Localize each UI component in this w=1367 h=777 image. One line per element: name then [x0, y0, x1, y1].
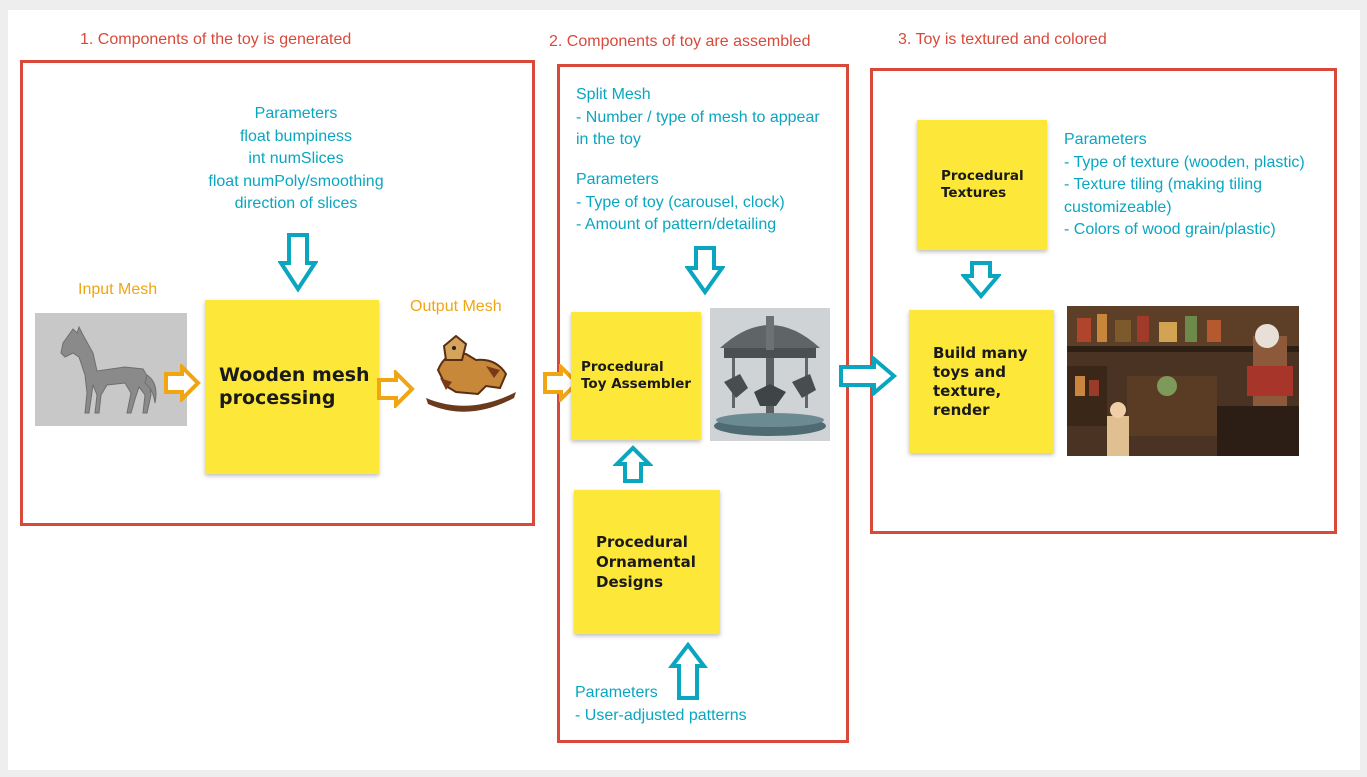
rocking-horse-image [416, 330, 522, 414]
toy-workshop-image [1067, 306, 1299, 456]
note-text: Procedural Toy Assembler [581, 359, 692, 392]
section2-bottom-parameters: Parameters - User-adjusted patterns [575, 682, 747, 727]
wooden-mesh-processing-note: Wooden mesh processing [205, 300, 379, 474]
procedural-ornamental-designs-note: Procedural Ornamental Designs [574, 490, 720, 634]
param-line: - Type of toy (carousel, clock) [576, 193, 785, 211]
param-heading: Parameters [576, 171, 659, 188]
note-text: Build many toys and texture, render [933, 343, 1028, 419]
section2-frame [557, 64, 849, 743]
param-line: - Amount of pattern/detailing [576, 216, 777, 233]
param-line: customizeable) [1064, 198, 1172, 216]
section3-frame [870, 68, 1337, 534]
split-mesh-text: Split Mesh - Number / type of mesh to ap… [576, 84, 820, 152]
note-text: Wooden mesh processing [219, 364, 370, 409]
split-mesh-line: - Number / type of mesh to appear [576, 108, 820, 126]
section1-title: 1. Components of the toy is generated [80, 31, 352, 48]
param-line: - Colors of wood grain/plastic) [1064, 221, 1276, 238]
arrow-right-icon [377, 370, 415, 408]
arrow-right-icon [543, 364, 580, 402]
arrow-down-icon [278, 233, 318, 293]
param-heading: Parameters [254, 105, 338, 122]
arrow-right-icon [839, 356, 898, 396]
horse-mesh-image [35, 313, 187, 426]
param-heading: Parameters [1064, 131, 1147, 148]
section1-frame [20, 60, 535, 526]
input-mesh-label: Input Mesh [78, 281, 158, 298]
section3-title: 3. Toy is textured and colored [898, 31, 1107, 48]
build-many-toys-note: Build many toys and texture, render [909, 310, 1054, 453]
param-line: - User-adjusted patterns [575, 706, 747, 724]
procedural-textures-note: Procedural Textures [917, 120, 1047, 250]
section3-parameters: Parameters - Type of texture (wooden, pl… [1064, 129, 1305, 242]
arrow-up-icon [613, 445, 653, 483]
arrow-down-icon [961, 261, 1001, 300]
section1-parameters: Parameters float bumpiness int numSlices… [196, 103, 396, 216]
section2-title: 2. Components of toy are assembled [549, 33, 811, 50]
output-mesh-label: Output Mesh [410, 298, 502, 315]
arrow-right-icon [164, 364, 201, 402]
note-text: Procedural Textures [941, 168, 1024, 201]
arrow-down-icon [685, 246, 725, 296]
split-mesh-line: in the toy [576, 131, 641, 148]
param-line: direction of slices [234, 195, 358, 212]
note-text: Procedural Ornamental Designs [596, 533, 696, 591]
param-line: - Texture tiling (making tiling [1064, 176, 1263, 193]
arrow-up-icon [668, 642, 708, 700]
param-heading: Parameters [575, 684, 658, 701]
section2-parameters: Parameters - Type of toy (carousel, cloc… [576, 169, 785, 237]
param-line: float bumpiness [239, 127, 353, 145]
param-line: int numSlices [248, 150, 344, 167]
split-mesh-heading: Split Mesh [576, 86, 651, 103]
procedural-toy-assembler-note: Procedural Toy Assembler [571, 312, 701, 440]
param-line: - Type of texture (wooden, plastic) [1064, 153, 1305, 171]
carousel-image [710, 308, 830, 441]
param-line: float numPoly/smoothing [208, 172, 384, 190]
